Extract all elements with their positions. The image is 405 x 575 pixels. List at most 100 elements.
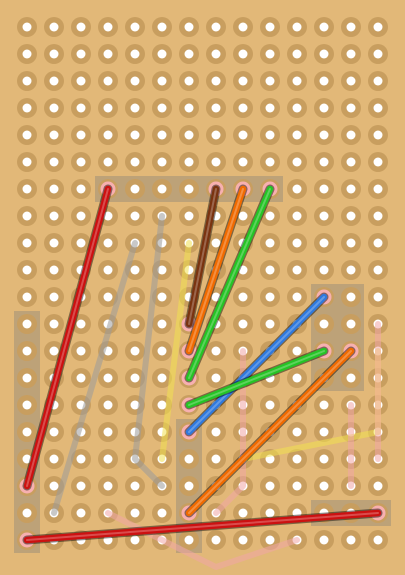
- pad-hole: [314, 260, 334, 280]
- pad-hole: [125, 206, 145, 226]
- pad-hole: [44, 17, 64, 37]
- pad-hole: [260, 233, 280, 253]
- pad-hole: [206, 125, 226, 145]
- pad-hole: [17, 341, 37, 361]
- pad-hole: [341, 530, 361, 550]
- pad-hole: [368, 71, 388, 91]
- pad-hole: [44, 71, 64, 91]
- pad-hole: [44, 44, 64, 64]
- pad-hole: [71, 314, 91, 334]
- faint-wire-grey-loop: [132, 213, 165, 489]
- pad-hole: [314, 206, 334, 226]
- pad-hole: [152, 71, 172, 91]
- pad-hole: [368, 17, 388, 37]
- pad-hole: [44, 422, 64, 442]
- pad-hole: [341, 314, 361, 334]
- pad-hole: [98, 395, 118, 415]
- wire-green-lower: [181, 343, 332, 413]
- pad-hole: [98, 449, 118, 469]
- pad-hole: [152, 287, 172, 307]
- pad-hole: [17, 44, 37, 64]
- pad-hole: [233, 71, 253, 91]
- pad-hole: [206, 449, 226, 469]
- pad-hole: [152, 368, 172, 388]
- pad-hole: [287, 287, 307, 307]
- pad-hole: [125, 44, 145, 64]
- pad-hole: [71, 44, 91, 64]
- pad-hole: [206, 44, 226, 64]
- pad-hole: [17, 125, 37, 145]
- wire-brown: [181, 181, 224, 332]
- pad-hole: [17, 314, 37, 334]
- pad-hole: [44, 341, 64, 361]
- pad-hole: [98, 17, 118, 37]
- pad-hole: [260, 44, 280, 64]
- pad-hole: [314, 449, 334, 469]
- pad-hole: [17, 71, 37, 91]
- pad-hole: [314, 179, 334, 199]
- pad-hole: [260, 287, 280, 307]
- pad-hole: [368, 287, 388, 307]
- pad-hole: [17, 179, 37, 199]
- pad-hole: [314, 17, 334, 37]
- pad-hole: [260, 314, 280, 334]
- pad-hole: [71, 152, 91, 172]
- pad-hole: [44, 152, 64, 172]
- pad-hole: [44, 287, 64, 307]
- pad-hole: [125, 17, 145, 37]
- pad-hole: [260, 71, 280, 91]
- pad-hole: [314, 233, 334, 253]
- pad-hole: [152, 125, 172, 145]
- pad-hole: [125, 287, 145, 307]
- pad-hole: [287, 422, 307, 442]
- pad-hole: [314, 125, 334, 145]
- pad-hole: [125, 71, 145, 91]
- pad-hole: [71, 449, 91, 469]
- pad-hole: [287, 98, 307, 118]
- pad-hole: [71, 476, 91, 496]
- pad-hole: [71, 341, 91, 361]
- pad-hole: [179, 152, 199, 172]
- pad-hole: [341, 17, 361, 37]
- wire-green-upper: [181, 181, 278, 386]
- pad-hole: [71, 206, 91, 226]
- pad-hole: [260, 152, 280, 172]
- pad-hole: [98, 233, 118, 253]
- pad-hole: [125, 476, 145, 496]
- pad-hole: [341, 71, 361, 91]
- pad-hole: [233, 125, 253, 145]
- pad-hole: [125, 179, 145, 199]
- pad-hole: [341, 179, 361, 199]
- pad-hole: [152, 44, 172, 64]
- pad-hole: [44, 233, 64, 253]
- pad-hole: [98, 44, 118, 64]
- pad-hole: [260, 260, 280, 280]
- pad-hole: [206, 152, 226, 172]
- pad-hole: [179, 476, 199, 496]
- pad-hole: [17, 422, 37, 442]
- pad-hole: [368, 152, 388, 172]
- pad-hole: [287, 260, 307, 280]
- pad-hole: [233, 314, 253, 334]
- pad-hole: [98, 368, 118, 388]
- pad-hole: [179, 125, 199, 145]
- pad-hole: [17, 233, 37, 253]
- pad-hole: [17, 503, 37, 523]
- pad-hole: [98, 152, 118, 172]
- pad-hole: [287, 341, 307, 361]
- wire-orange-upper: [181, 181, 251, 359]
- pad-hole: [341, 287, 361, 307]
- pad-hole: [287, 368, 307, 388]
- pad-hole: [125, 98, 145, 118]
- pad-hole: [98, 476, 118, 496]
- pad-hole: [314, 395, 334, 415]
- pad-hole: [179, 530, 199, 550]
- pad-hole: [233, 152, 253, 172]
- pad-hole: [368, 179, 388, 199]
- pad-hole: [287, 449, 307, 469]
- pad-hole: [368, 125, 388, 145]
- pad-hole: [179, 98, 199, 118]
- pad-hole: [287, 152, 307, 172]
- pad-hole: [368, 530, 388, 550]
- pad-hole: [314, 422, 334, 442]
